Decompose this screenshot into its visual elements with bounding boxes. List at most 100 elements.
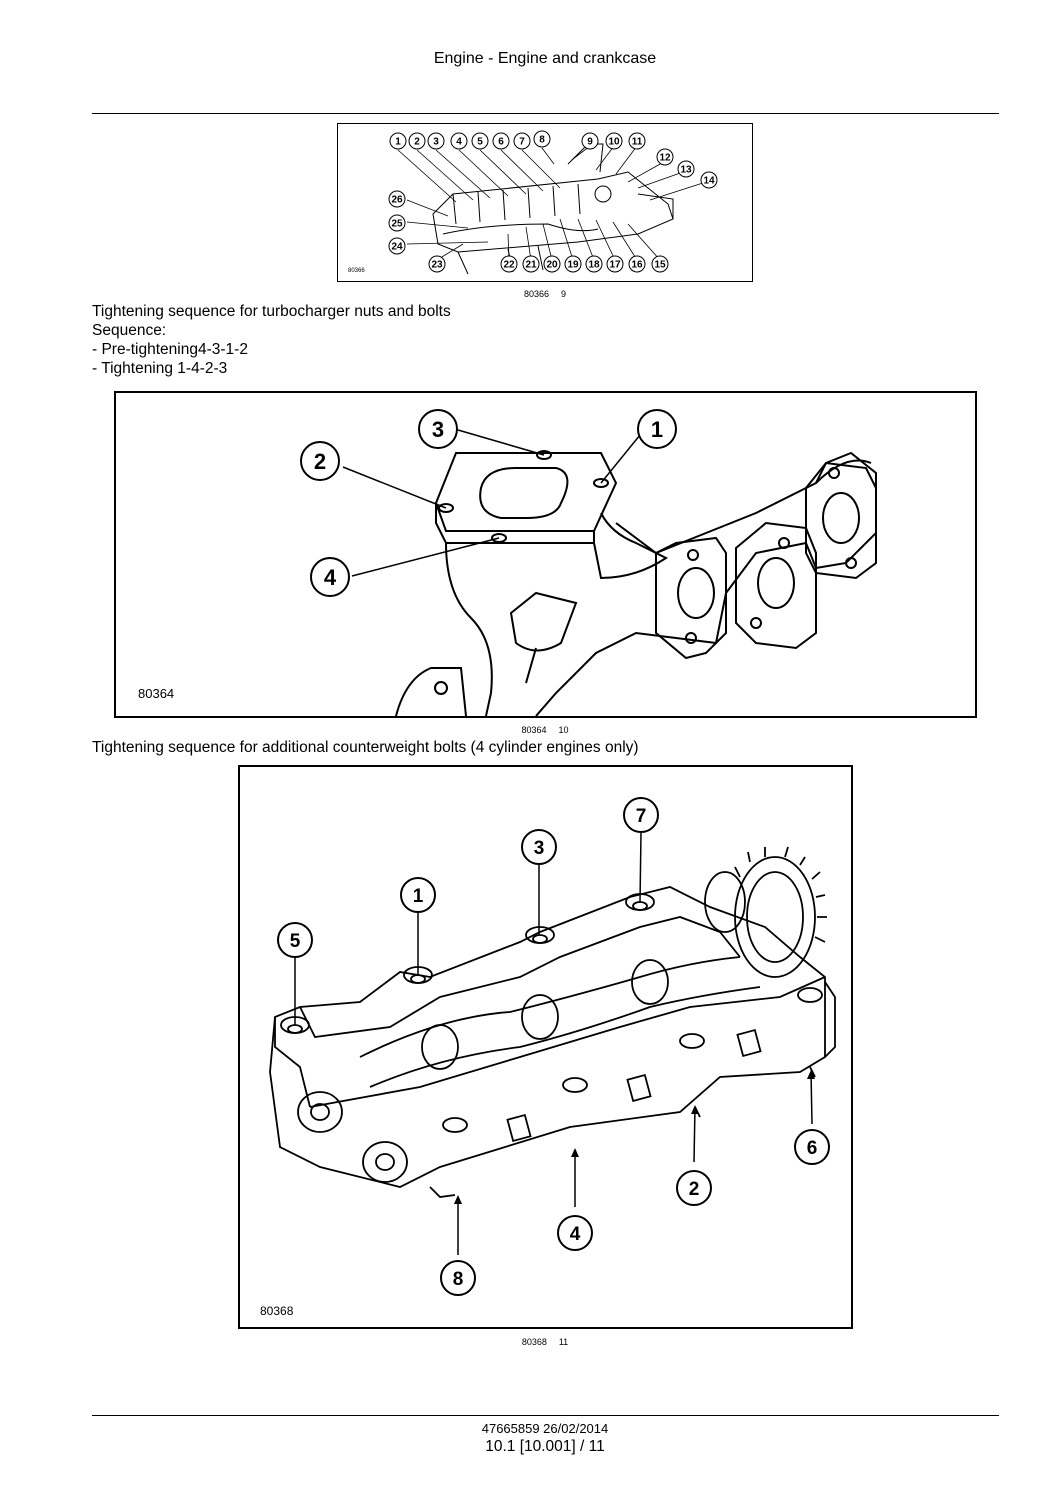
callout-circle — [794, 1129, 830, 1165]
callout-circle — [471, 132, 489, 150]
callout-number: 5 — [290, 931, 301, 952]
figure-10-caption-num: 10 — [558, 725, 569, 735]
callout-number: 14 — [703, 176, 715, 187]
figure-9-caption-num: 9 — [561, 289, 567, 299]
callout-circle — [310, 557, 350, 597]
figure-9-caption: 80366 9 — [445, 289, 645, 299]
callout-circle — [400, 877, 436, 913]
section-1-title: Tightening sequence for turbocharger nut… — [92, 303, 451, 320]
footer-document-code: 47665859 26/02/2014 — [481, 1421, 609, 1436]
callout-circle — [388, 214, 406, 232]
callout-number: 24 — [391, 242, 403, 253]
figure-11-caption-id: 80368 — [521, 1337, 547, 1347]
callout-circle — [521, 829, 557, 865]
callout-circle — [500, 255, 518, 273]
callout-circle — [651, 255, 669, 273]
callout-circle — [605, 132, 623, 150]
callout-circle — [300, 441, 340, 481]
figure-10-turbocharger-manifold: 1 2 3 4 80364 — [114, 391, 977, 718]
callout-number: 6 — [807, 1138, 818, 1159]
callout-number: 1 — [395, 137, 401, 148]
callout-circle — [557, 1215, 593, 1251]
callout-number: 1 — [651, 417, 663, 442]
callout-number: 25 — [391, 219, 403, 230]
callout-circle — [700, 171, 718, 189]
callout-circle — [388, 190, 406, 208]
callout-number: 3 — [534, 838, 545, 859]
figure-9-caption-id: 80366 — [523, 289, 549, 299]
callout-number: 10 — [608, 137, 620, 148]
figure-11-caption: 80368 11 — [445, 1337, 645, 1347]
section-1-step-2: - Tightening 1-4-2-3 — [92, 360, 228, 377]
figure-11-caption-num: 11 — [558, 1337, 569, 1347]
callout-circle — [581, 132, 599, 150]
callout-number: 4 — [456, 137, 462, 148]
callout-circle — [533, 130, 551, 148]
figure-10-caption: 80364 10 — [445, 725, 645, 735]
callout-number: 3 — [433, 137, 439, 148]
callout-number: 9 — [587, 137, 593, 148]
callout-circle — [564, 255, 582, 273]
callout-number: 16 — [631, 260, 643, 271]
header-rule — [92, 113, 999, 114]
section-2-title: Tightening sequence for additional count… — [92, 739, 639, 756]
figure-11-illustration: 1 2 3 4 5 6 7 8 80368 — [260, 797, 836, 1318]
callout-number: 15 — [654, 260, 666, 271]
footer-page-number: 10.1 [10.001] / 11 — [485, 1438, 605, 1455]
callout-number: 18 — [588, 260, 600, 271]
callout-number: 8 — [539, 135, 545, 146]
callout-number: 13 — [680, 165, 692, 176]
callout-number: 26 — [391, 195, 403, 206]
callout-circle — [450, 132, 468, 150]
callout-number: 23 — [431, 260, 443, 271]
callout-circle — [522, 255, 540, 273]
callout-number: 3 — [432, 417, 444, 442]
callout-circle — [408, 132, 426, 150]
callout-circle — [440, 1260, 476, 1296]
figure-11-id-label: 80368 — [260, 1304, 294, 1318]
callout-circle — [388, 237, 406, 255]
callout-number: 4 — [570, 1224, 581, 1245]
callout-number: 6 — [498, 137, 504, 148]
callout-number: 21 — [525, 260, 537, 271]
callout-number: 4 — [324, 565, 337, 590]
callout-number: 2 — [689, 1179, 700, 1200]
page-header-title: Engine - Engine and crankcase — [433, 50, 657, 67]
section-1-step-1: - Pre-tightening4-3-1-2 — [92, 341, 248, 358]
callout-circle — [427, 132, 445, 150]
callout-circle — [543, 255, 561, 273]
figure-10-id-label: 80364 — [138, 686, 174, 701]
callout-number: 2 — [314, 449, 326, 474]
callout-circle — [623, 797, 659, 833]
callout-number: 2 — [414, 137, 420, 148]
callout-circle — [676, 1170, 712, 1206]
callout-circle — [585, 255, 603, 273]
callout-number: 11 — [632, 137, 643, 148]
callout-circle — [637, 409, 677, 449]
callout-circle — [513, 132, 531, 150]
callout-circle — [628, 132, 646, 150]
section-1-sequence-label: Sequence: — [92, 322, 167, 339]
callout-number: 8 — [453, 1269, 464, 1290]
callout-circle — [389, 132, 407, 150]
figure-10-illustration: 1 2 3 4 80364 — [138, 409, 877, 716]
callout-number: 19 — [567, 260, 579, 271]
figure-10-caption-id: 80364 — [521, 725, 547, 735]
callout-number: 7 — [636, 806, 647, 827]
callout-number: 17 — [609, 260, 621, 271]
figure-9-id-label: 80366 — [348, 268, 365, 274]
callout-number: 12 — [659, 153, 671, 164]
callout-circle — [677, 160, 695, 178]
callout-circle — [628, 255, 646, 273]
callout-number: 22 — [503, 260, 515, 271]
callout-number: 7 — [519, 137, 525, 148]
callout-number: 1 — [413, 886, 424, 907]
callout-circle — [656, 148, 674, 166]
callout-circle — [606, 255, 624, 273]
callout-circle — [492, 132, 510, 150]
callout-number: 20 — [546, 260, 558, 271]
callout-circle — [428, 255, 446, 273]
callout-number: 5 — [477, 137, 483, 148]
